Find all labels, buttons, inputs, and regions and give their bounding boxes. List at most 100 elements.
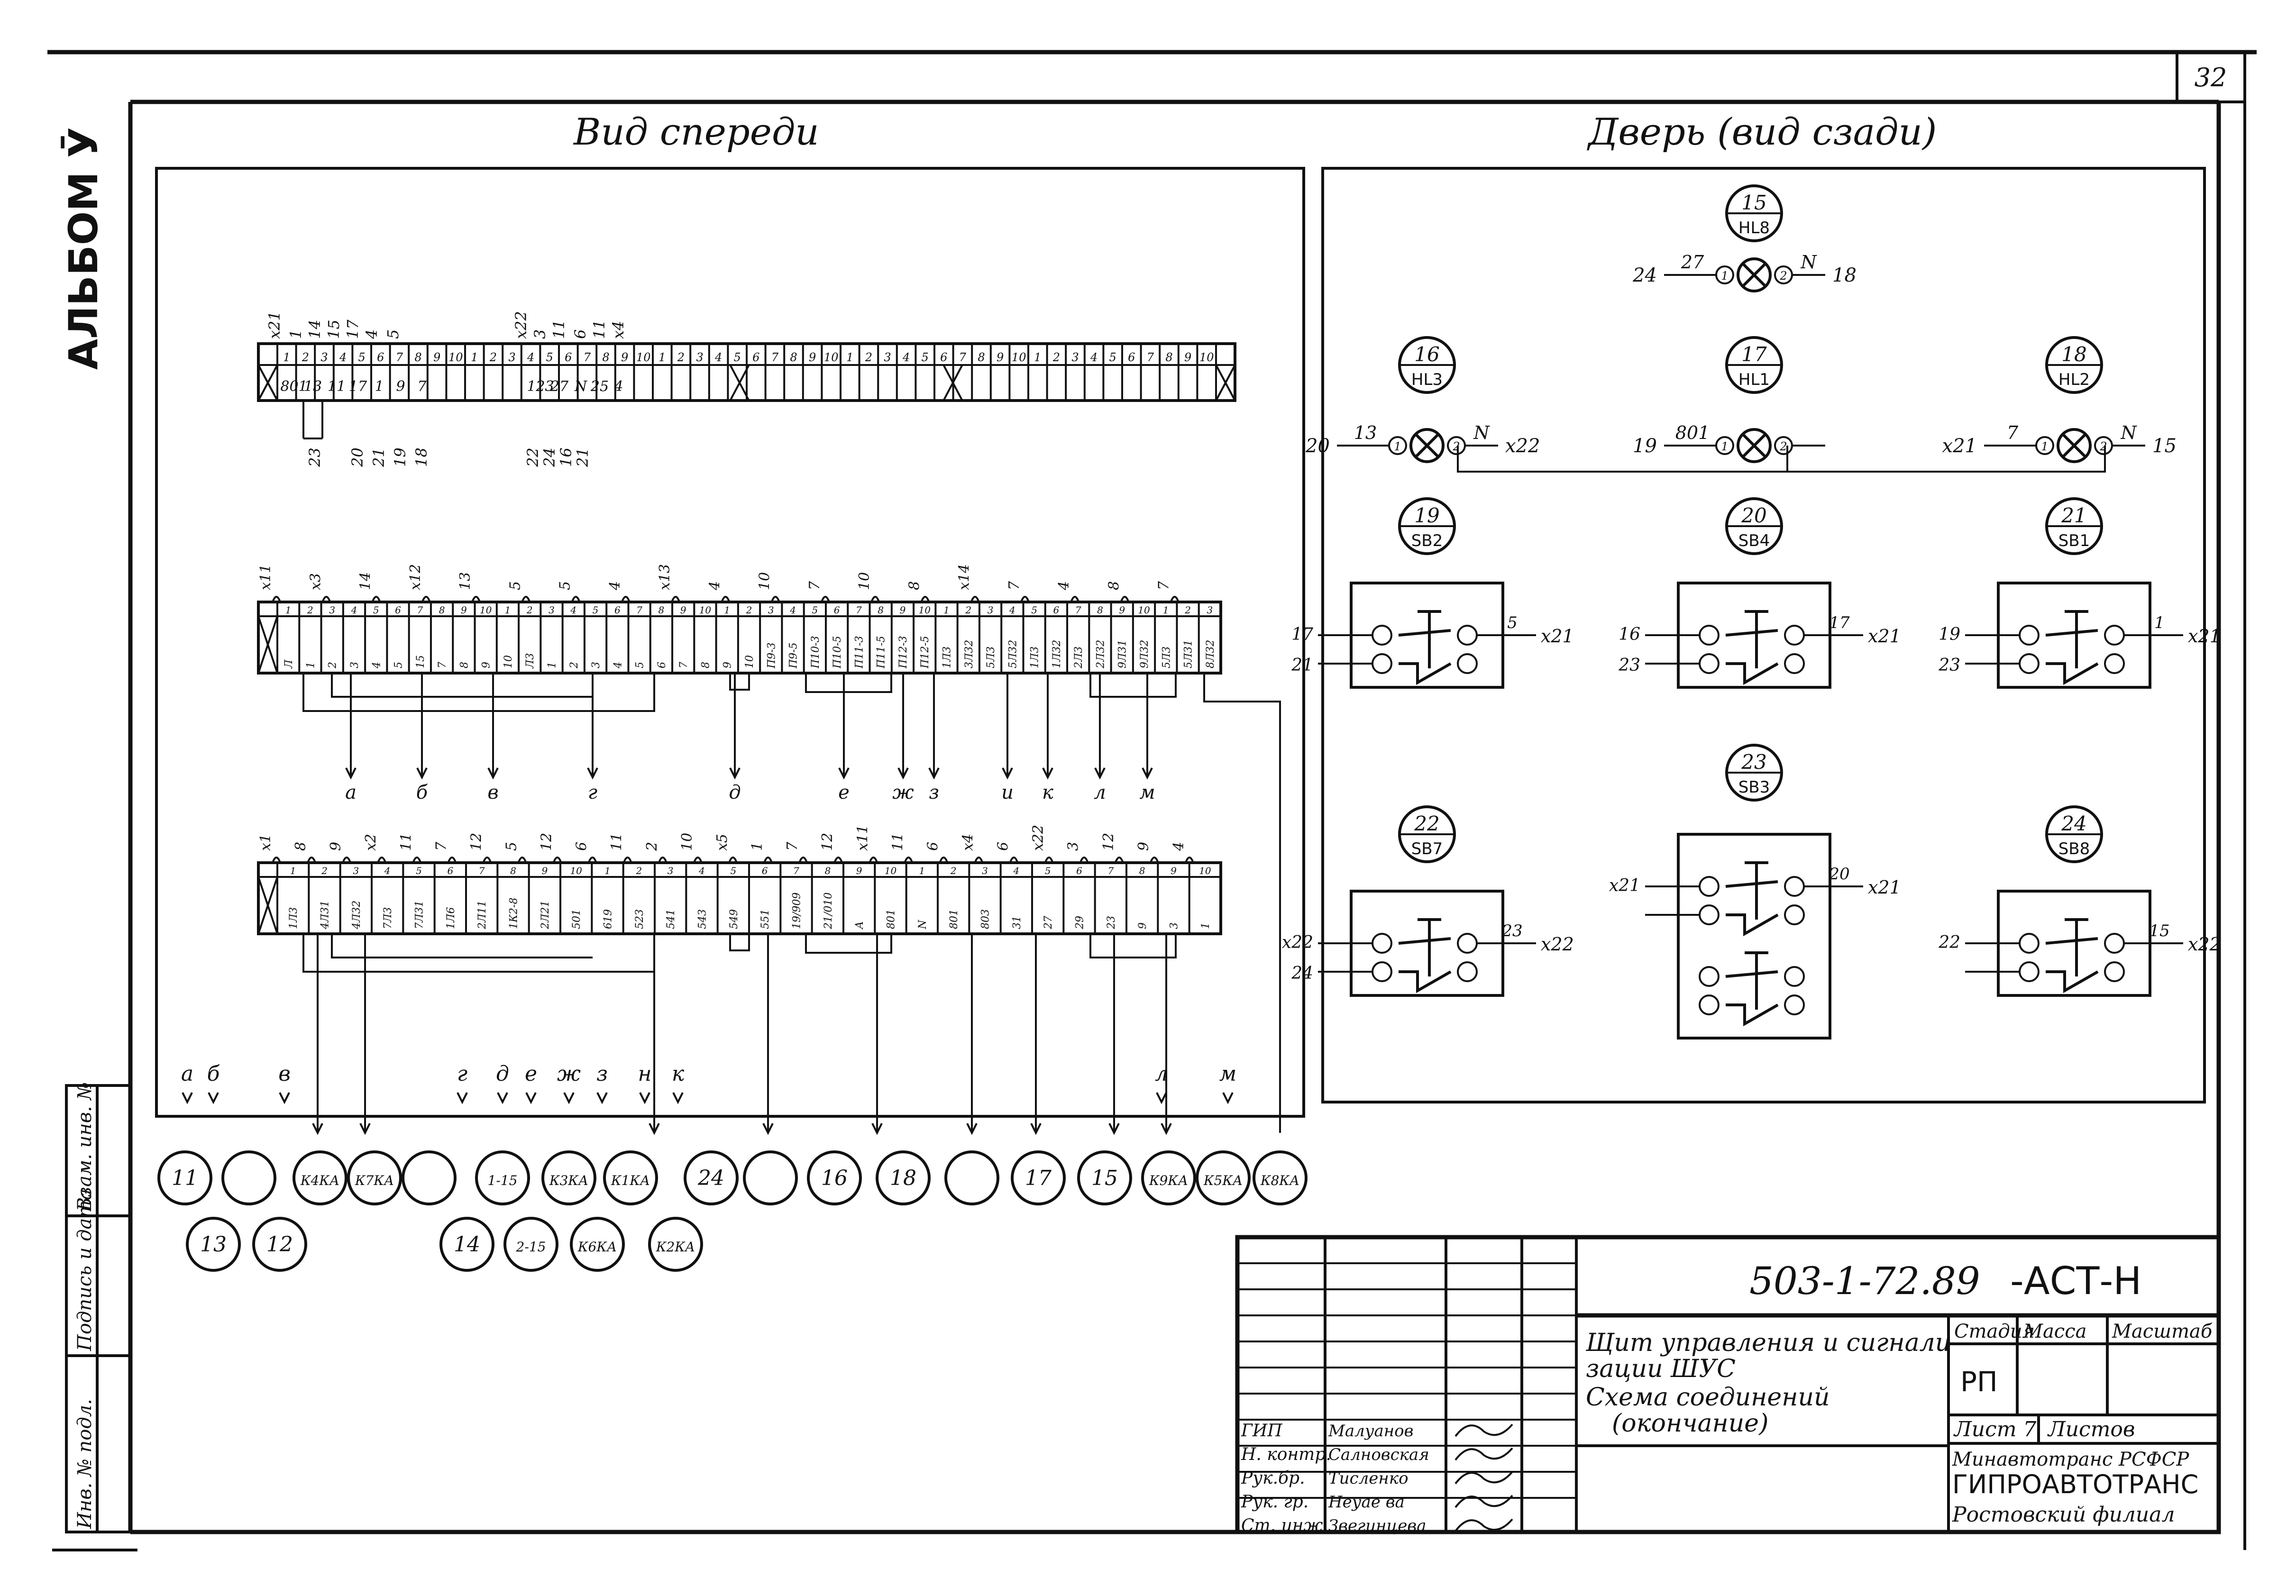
strip-cell-label: 543	[697, 909, 709, 929]
strip-cell-label: П9-3	[766, 642, 778, 669]
bus-label-row3: з	[596, 1062, 608, 1086]
device-circle-label: К8КА	[1260, 1173, 1299, 1188]
device-circle	[648, 1217, 703, 1272]
button-number: 22	[1414, 812, 1439, 835]
device-circle	[186, 1217, 241, 1272]
strip1-cell-number: 7	[771, 351, 779, 364]
strip-cell-label: 803	[980, 909, 992, 929]
strip-cell-label: 10	[744, 655, 756, 668]
strip-cell-label: 2Л3	[1073, 647, 1085, 669]
strip-cell-label: П9-5	[788, 642, 800, 669]
button-left-terminal: 16	[1619, 625, 1640, 644]
button-right-wire: 15	[2149, 921, 2169, 940]
strip-cell-label: 23	[1106, 916, 1117, 930]
strip-top-label: х13	[657, 564, 673, 590]
strip-cell-label: 7Л31	[414, 901, 426, 929]
button-number: 19	[1414, 504, 1439, 527]
strip-cell-index: 2	[1184, 604, 1191, 616]
strip-top-label: 8	[906, 581, 923, 590]
strip-top-label: 9	[1135, 842, 1152, 851]
strip-cell-index: 1	[285, 604, 292, 616]
strip1-cell-number: 4	[339, 351, 347, 364]
device-circle	[503, 1217, 558, 1272]
lamp-pin: 1	[1721, 440, 1728, 453]
strip1-cell-number: 7	[584, 351, 591, 364]
strip-cell-index: 7	[1075, 604, 1081, 616]
strip-cell-label: 8	[700, 662, 712, 668]
strip-cell-label: 29	[1074, 916, 1086, 930]
strip-cell-index: 1	[919, 865, 925, 876]
tb-signature	[1454, 1471, 1513, 1485]
strip-top-label: 10	[757, 572, 773, 590]
strip-cell-index: 5	[812, 604, 818, 616]
title-line-1: Щит управления и сигнали-	[1585, 1329, 1959, 1357]
terminal-strip-3: 1Л314Л3124Л3237Л347Л3151Л662Л1171К2-882Л…	[181, 825, 1236, 1135]
strip-cell-label: 1Л32	[1051, 640, 1063, 668]
strip1-cell-number: 2	[302, 351, 309, 364]
strip-cell-label: 7	[678, 662, 690, 668]
strip-cell-index: 1	[604, 865, 611, 876]
strip1-cell-number: 8	[790, 351, 797, 364]
strip-top-label: х4	[960, 834, 976, 851]
strip-cell-label: 2Л32	[1095, 640, 1107, 669]
strip1-cell-number: 3	[320, 351, 328, 364]
strip-cell-index: 7	[636, 604, 642, 616]
strip-cell-index: 10	[570, 865, 582, 876]
strip-cell-index: 6	[762, 865, 768, 876]
bus-label: б	[416, 782, 428, 803]
strip-cell-index: 2	[950, 865, 957, 876]
strip-top-label: 6	[924, 842, 941, 851]
strip-cell-label: 7	[437, 662, 448, 668]
strip-cell-index: 4	[384, 865, 391, 876]
strip-cell-index: 7	[793, 865, 799, 876]
lamp-code: HL3	[1411, 370, 1443, 389]
strip1-cell-number: 3	[1071, 351, 1079, 364]
device-circle-label: К4КА	[300, 1173, 339, 1188]
strip1-top-label: х21	[265, 311, 284, 339]
strip-top-label: 5	[557, 581, 574, 590]
strip-cell-index: 9	[541, 865, 548, 876]
strip1-under-label: 19	[391, 447, 409, 467]
strip1-cell-number: 2	[1052, 351, 1060, 364]
strip-top-label: 11	[889, 833, 906, 851]
strip-cell-label: 541	[665, 909, 677, 929]
strip-cell-index: 10	[480, 604, 492, 616]
strip-top-label: 8	[293, 842, 309, 851]
strip-cell-label: П12-5	[919, 636, 931, 669]
strip-cell-label: 1	[305, 662, 317, 668]
lamp-pin: 1	[1394, 440, 1401, 453]
strip-cell-index: 6	[1076, 865, 1082, 876]
strip-cell-index: 6	[447, 865, 453, 876]
strip-cell-label: 5	[393, 662, 405, 668]
title-line-2: зации ШУС	[1586, 1355, 1736, 1383]
strip-cell-index: 3	[549, 604, 555, 616]
strip-cell-index: 6	[614, 604, 621, 616]
strip-cell-label: 2	[568, 662, 580, 669]
strip-top-label: х1	[257, 834, 274, 851]
strip1-cell-number: 6	[1128, 351, 1135, 364]
strip-cell-label: 9Л32	[1139, 640, 1151, 668]
device-circle-label: К2КА	[656, 1239, 695, 1255]
button-right-wire: 23	[1501, 921, 1522, 940]
strip-cell-label: 551	[759, 909, 771, 929]
strip1-cell-number: 2	[677, 351, 685, 364]
strip1-cell-number: 8	[602, 351, 609, 364]
push-buttons: 19SB217215х2120SB4162317х2121SB119231х21…	[1282, 497, 2221, 1040]
button-number: 20	[1741, 504, 1766, 527]
device-circle	[1253, 1150, 1308, 1205]
bus-label-row3: н	[638, 1062, 652, 1086]
strip-top-label: 8	[1106, 581, 1122, 590]
strip-cell-label: 1К2-8	[508, 898, 520, 929]
lamp-number: 15	[1741, 191, 1766, 214]
strip1-under-label: 21	[370, 447, 388, 467]
button-code: SB7	[1411, 839, 1443, 858]
strip-cell-index: 4	[698, 865, 705, 876]
strip1-cell-number: 5	[546, 351, 553, 364]
strip1-cell-number: 3	[508, 351, 515, 364]
strip-cell-index: 1	[290, 865, 296, 876]
device-circle-label: 11	[172, 1166, 198, 1190]
